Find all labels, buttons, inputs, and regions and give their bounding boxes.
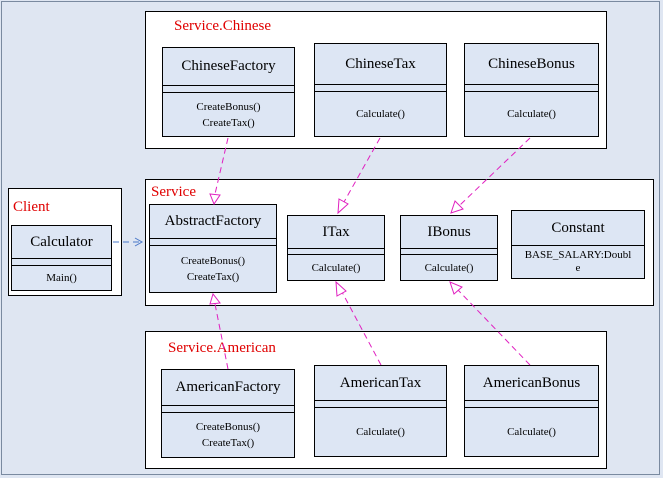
attribute: BASE_SALARY:Doubl [524,249,632,261]
operation: CreateBonus() [196,100,261,113]
dependency-arrowhead [134,237,144,247]
realization-chinese-tax [343,137,381,203]
realization-american-factory [214,303,229,370]
class-attributes [288,249,384,255]
class-name: ChineseBonus [465,44,598,85]
class-attributes [465,401,598,408]
realization-arrowhead [209,193,221,206]
realization-chinese-bonus [459,137,531,206]
class-attributes [401,249,497,255]
class-chinese-bonus[interactable]: ChineseBonus Calculate() [464,43,599,137]
attribute: e [575,262,581,274]
operation: CreateBonus() [195,421,261,433]
operation: Calculate() [356,108,405,120]
class-name: AbstractFactory [150,205,276,239]
class-american-bonus[interactable]: AmericanBonus Calculate() [464,365,599,457]
package-title: Service.Chinese [174,18,272,34]
operation: Calculate() [356,426,405,438]
class-attributes [465,85,598,92]
package-title: Service.American [168,340,276,356]
class-attributes [163,86,294,93]
class-attributes [162,406,294,413]
class-attributes [315,85,446,92]
class-operations: Calculate() [465,408,598,456]
realization-arrowhead [335,280,347,297]
operation: CreateTax() [186,271,240,283]
realization-arrowhead [209,292,221,305]
class-constant[interactable]: Constant BASE_SALARY:Doubl e [511,210,645,279]
class-name: ChineseTax [315,44,446,85]
operation: Calculate() [424,261,474,274]
class-ibonus[interactable]: IBonus Calculate() [400,215,498,281]
class-name: Constant [512,211,644,246]
class-chinese-factory[interactable]: ChineseFactory CreateBonus() CreateTax() [162,47,295,137]
operation: CreateTax() [202,116,255,129]
class-itax[interactable]: ITax Calculate() [287,215,385,281]
class-american-factory[interactable]: AmericanFactory CreateBonus() CreateTax(… [161,369,295,458]
class-abstract-factory[interactable]: AbstractFactory CreateBonus() CreateTax(… [149,204,277,293]
operation: Calculate() [507,426,556,438]
class-name: AmericanFactory [162,370,294,406]
realization-arrowhead [449,281,463,295]
class-name: IBonus [401,216,497,249]
class-name: Calculator [12,226,111,259]
class-attributes: BASE_SALARY:Doubl e [512,246,644,278]
class-operations: Main() [12,266,111,290]
package-title: Service [151,184,196,200]
class-american-tax[interactable]: AmericanTax Calculate() [314,365,447,457]
operation: CreateTax() [201,437,255,449]
class-operations: Calculate() [401,255,497,280]
realization-american-bonus [457,289,531,366]
class-operations: Calculate() [315,408,446,456]
class-attributes [12,259,111,266]
package-title: Client [13,199,50,215]
class-attributes [315,401,446,408]
operation: Calculate() [311,261,361,274]
class-chinese-tax[interactable]: ChineseTax Calculate() [314,43,447,137]
operation: Main() [46,272,77,284]
operation: CreateBonus() [180,255,246,267]
operation: Calculate() [507,108,556,120]
class-name: ChineseFactory [163,48,294,86]
class-attributes [150,239,276,246]
class-name: ITax [288,216,384,249]
class-calculator[interactable]: Calculator Main() [11,225,112,291]
class-operations: Calculate() [315,92,446,136]
realization-arrowhead [450,200,464,214]
class-operations: Calculate() [288,255,384,280]
class-name: AmericanTax [315,366,446,401]
class-operations: CreateBonus() CreateTax() [150,246,276,292]
class-operations: CreateBonus() CreateTax() [163,93,294,136]
class-name: AmericanBonus [465,366,598,401]
class-operations: CreateBonus() CreateTax() [162,413,294,457]
realization-chinese-factory [214,137,229,195]
realization-american-tax [341,291,382,366]
realization-arrowhead [337,198,349,215]
class-operations: Calculate() [465,92,598,136]
